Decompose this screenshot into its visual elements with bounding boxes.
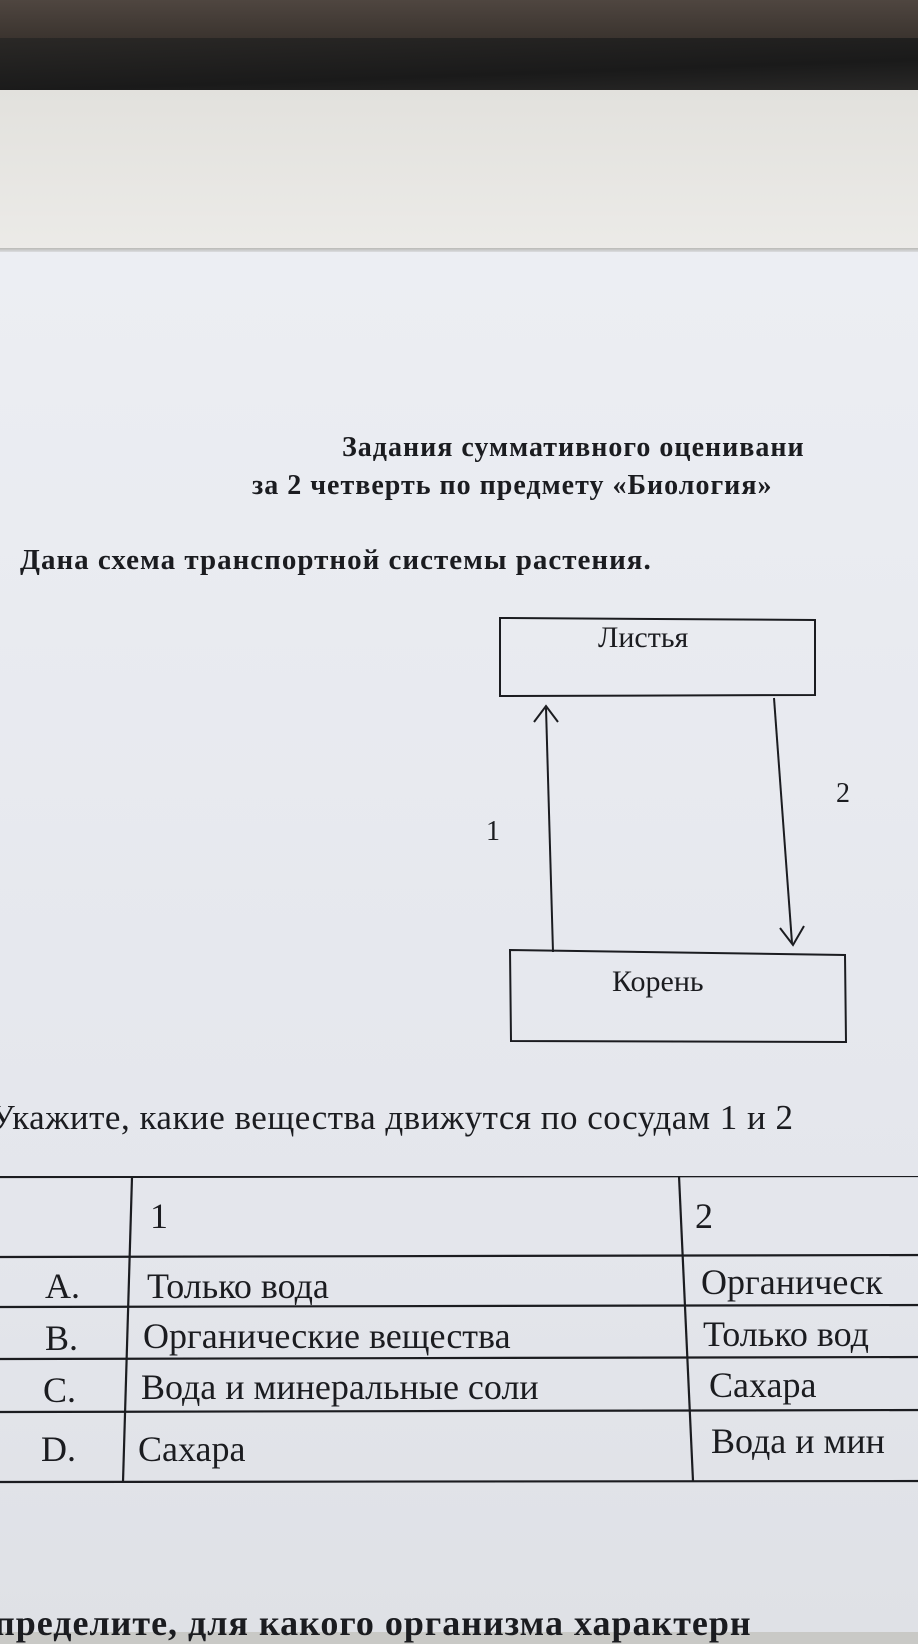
option-label: D.: [41, 1429, 76, 1469]
page-fold: [0, 248, 918, 254]
desk-surface: [0, 0, 918, 40]
table-question: Укажите, какие вещества движутся по сосу…: [0, 1098, 794, 1137]
option-label: C.: [43, 1370, 77, 1410]
option-label: A.: [45, 1266, 80, 1306]
worksheet-page: [0, 252, 918, 1632]
col1-value: Только вода: [147, 1266, 329, 1306]
col1-value: Вода и минеральные соли: [141, 1367, 539, 1407]
arrow1-label: 1: [486, 816, 500, 847]
plant-transport-diagram: Листья Корень 1 2: [486, 616, 850, 1044]
col2-value: Только вод: [703, 1314, 869, 1354]
option-label: B.: [45, 1318, 79, 1358]
next-task-prompt: пределите, для какого организма характер…: [0, 1603, 752, 1643]
col1-value: Сахара: [138, 1429, 246, 1469]
leaves-label: Листья: [598, 621, 689, 654]
header-col-1: 1: [150, 1196, 168, 1236]
leaves-box: [499, 616, 816, 698]
arrow2-shaft: [773, 697, 793, 944]
answer-table: 1 2 A. Только вода Органическ B. Органич…: [0, 1176, 918, 1484]
worksheet-title-line1: Задания суммативного оценивани: [342, 432, 805, 463]
arrow1-head: [533, 704, 559, 723]
col2-value: Органическ: [701, 1262, 883, 1302]
col1-value: Органические вещества: [143, 1316, 511, 1356]
col2-value: Сахара: [709, 1365, 817, 1405]
task-prompt: Дана схема транспортной системы растения…: [20, 544, 652, 576]
root-box: [508, 948, 848, 1044]
root-label: Корень: [612, 965, 704, 998]
under-page: [0, 90, 918, 255]
arrow2-head: [779, 925, 805, 947]
worksheet-title-line2: за 2 четверть по предмету «Биология»: [252, 470, 773, 501]
arrow1-shaft: [545, 707, 554, 953]
arrow2-label: 2: [836, 778, 850, 809]
book-edge: [0, 38, 918, 96]
col2-value: Вода и мин: [711, 1421, 885, 1461]
header-col-2: 2: [695, 1196, 713, 1236]
